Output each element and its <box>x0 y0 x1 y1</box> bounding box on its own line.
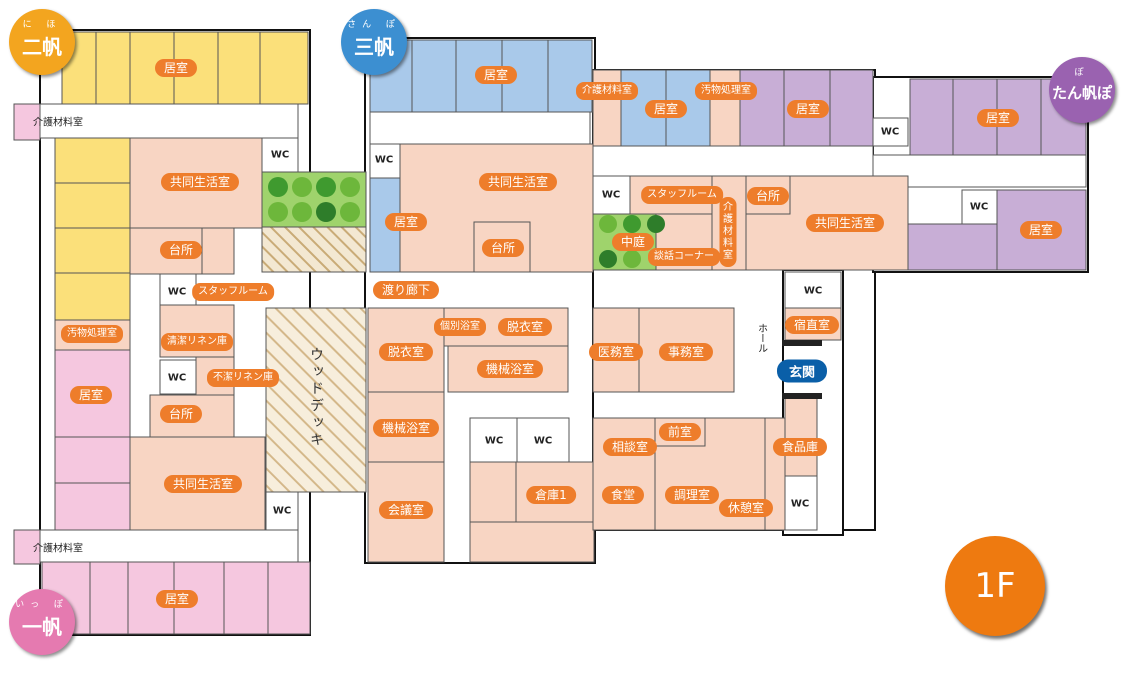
staff-room-mid-label: スタッフルーム <box>641 186 723 204</box>
niho-kitchen-label: 台所 <box>159 241 203 259</box>
wood-deck-label: ウッドデッキ <box>308 347 324 449</box>
rest-label: 休憩室 <box>718 499 774 517</box>
machine-bath-1-label: 機械浴室 <box>476 360 544 378</box>
sanpo-ruby: さん ぽ <box>347 20 401 30</box>
food-store-label: 食品庫 <box>772 438 828 456</box>
niho-room-label: 居室 <box>154 59 198 77</box>
sanpo-living-label: 共同生活室 <box>478 173 558 191</box>
wc-label: WC <box>484 435 504 447</box>
wc-label: WC <box>272 505 292 517</box>
niho-ruby: に ほ <box>22 20 62 30</box>
sanpo-kitchen-label: 台所 <box>481 239 525 257</box>
front-room-label: 前室 <box>658 423 702 441</box>
ippo-room-left-label: 居室 <box>69 386 113 404</box>
wc-label: WC <box>969 201 989 213</box>
wc-label: WC <box>374 154 394 166</box>
care-material-vertical-label: 介護材料室 <box>719 197 737 267</box>
soiled-mid-label: 汚物処理室 <box>695 82 757 100</box>
machine-bath-2-label: 機械浴室 <box>372 419 440 437</box>
consult-label: 相談室 <box>602 438 658 456</box>
wc-label: WC <box>790 498 810 510</box>
ippo-kitchen-label: 台所 <box>159 405 203 423</box>
tanpopo-room-top-label: 居室 <box>976 109 1020 127</box>
right-living-label: 共同生活室 <box>805 214 885 232</box>
sanpo-unit-badge: さん ぽ 三帆 <box>341 9 407 75</box>
staff-room-left-label: スタッフルーム <box>192 283 274 301</box>
tanpopo-unit-badge: ぽ たん帆ぽ <box>1049 57 1115 123</box>
sanpo-name: 三帆 <box>354 35 394 59</box>
private-bath-label: 個別浴室 <box>434 318 486 336</box>
storage-label: 倉庫1 <box>526 486 576 504</box>
ippo-unit-badge: いっ ぽ 一帆 <box>9 589 75 655</box>
clean-linen-label: 清潔リネン庫 <box>161 333 233 351</box>
dirty-linen-label: 不潔リネン庫 <box>207 369 279 387</box>
changing-2-label: 脱衣室 <box>497 318 553 336</box>
wc-label: WC <box>167 286 187 298</box>
office-label: 事務室 <box>658 343 714 361</box>
wc-label: WC <box>803 285 823 297</box>
ippo-living-label: 共同生活室 <box>163 475 243 493</box>
ippo-ruby: いっ ぽ <box>15 600 69 610</box>
wc-label: WC <box>880 126 900 138</box>
corridor-label: 渡り廊下 <box>372 281 440 299</box>
dining-label: 食堂 <box>601 486 645 504</box>
tanpopo-name: たん帆ぽ <box>1051 84 1112 102</box>
medical-label: 医務室 <box>588 343 644 361</box>
ippo-name: 一帆 <box>22 615 62 639</box>
courtyard-bushes <box>268 177 665 268</box>
right-room-top-label: 居室 <box>786 100 830 118</box>
soiled-left-label: 汚物処理室 <box>61 325 123 343</box>
ippo-room-bottom-label: 居室 <box>155 590 199 608</box>
wc-label: WC <box>533 435 553 447</box>
care-material-top-label: 介護材料室 <box>33 117 83 129</box>
mid-room-label: 居室 <box>644 100 688 118</box>
niho-unit-badge: に ほ 二帆 <box>9 9 75 75</box>
night-duty-label: 宿直室 <box>784 316 840 334</box>
hall-label: ホール <box>755 323 767 353</box>
sanpo-room-top-label: 居室 <box>474 66 518 84</box>
chat-corner-label: 談話コーナー <box>648 248 720 266</box>
niho-living-label: 共同生活室 <box>160 173 240 191</box>
tanpopo-ruby: ぽ <box>1074 68 1090 78</box>
cooking-label: 調理室 <box>664 486 720 504</box>
right-kitchen-label: 台所 <box>746 187 790 205</box>
courtyard-label: 中庭 <box>611 233 655 251</box>
changing-1-label: 脱衣室 <box>378 343 434 361</box>
care-material-bottom-label: 介護材料室 <box>33 543 83 555</box>
conference-label: 会議室 <box>378 501 434 519</box>
wc-label: WC <box>270 149 290 161</box>
floor-badge: 1F <box>945 536 1045 636</box>
wc-label: WC <box>601 189 621 201</box>
sanpo-room-side-label: 居室 <box>384 213 428 231</box>
wc-label: WC <box>167 372 187 384</box>
tanpopo-room-side-label: 居室 <box>1019 221 1063 239</box>
entrance-label: 玄関 <box>776 359 828 383</box>
niho-name: 二帆 <box>22 35 62 59</box>
care-material-mid-label: 介護材料室 <box>576 82 638 100</box>
